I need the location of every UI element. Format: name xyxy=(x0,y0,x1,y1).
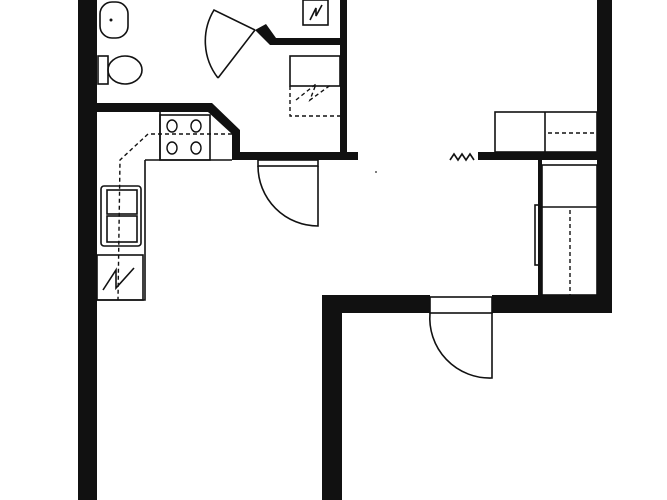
wardrobe-door xyxy=(534,204,542,266)
kitchen xyxy=(96,112,232,301)
toilet-bowl-icon xyxy=(107,55,143,85)
walls xyxy=(78,0,612,500)
bathroom-diagonal-wall xyxy=(255,24,347,45)
outer-left-wall xyxy=(78,0,97,500)
hall-closet xyxy=(494,111,598,153)
bedroom xyxy=(429,296,493,379)
bedroom-door-swing xyxy=(429,312,493,379)
bedroom-door-leaf xyxy=(429,296,493,314)
zigzag-marker xyxy=(449,152,475,162)
hall-wall xyxy=(478,152,597,160)
kitchen-sink-icon xyxy=(100,185,142,247)
bedroom-top-wall-left xyxy=(322,295,430,313)
vanity-sink-icon xyxy=(99,1,129,39)
water-heater-icon xyxy=(302,0,329,26)
closets xyxy=(494,111,598,296)
bedroom-top-wall-right xyxy=(492,295,612,313)
bathroom-door-swing xyxy=(204,8,256,79)
stove-icon xyxy=(159,114,211,161)
bedroom-left-wall xyxy=(322,295,342,500)
outer-right-wall xyxy=(597,0,612,313)
kitchen-counter xyxy=(97,112,232,301)
entry xyxy=(257,152,475,227)
toilet-tank-icon xyxy=(97,55,109,85)
bathroom-right-wall xyxy=(340,0,347,160)
entry-door-swing xyxy=(257,165,319,227)
refrigerator-icon xyxy=(96,254,144,301)
entry-door-leaf xyxy=(257,159,319,167)
closet-divider xyxy=(538,160,542,295)
upper-cabinets xyxy=(117,133,232,301)
linen-closet xyxy=(289,55,341,87)
bathroom xyxy=(97,0,341,117)
bathroom-kitchen-wall xyxy=(97,103,358,160)
washer-dryer-icon xyxy=(289,81,340,117)
